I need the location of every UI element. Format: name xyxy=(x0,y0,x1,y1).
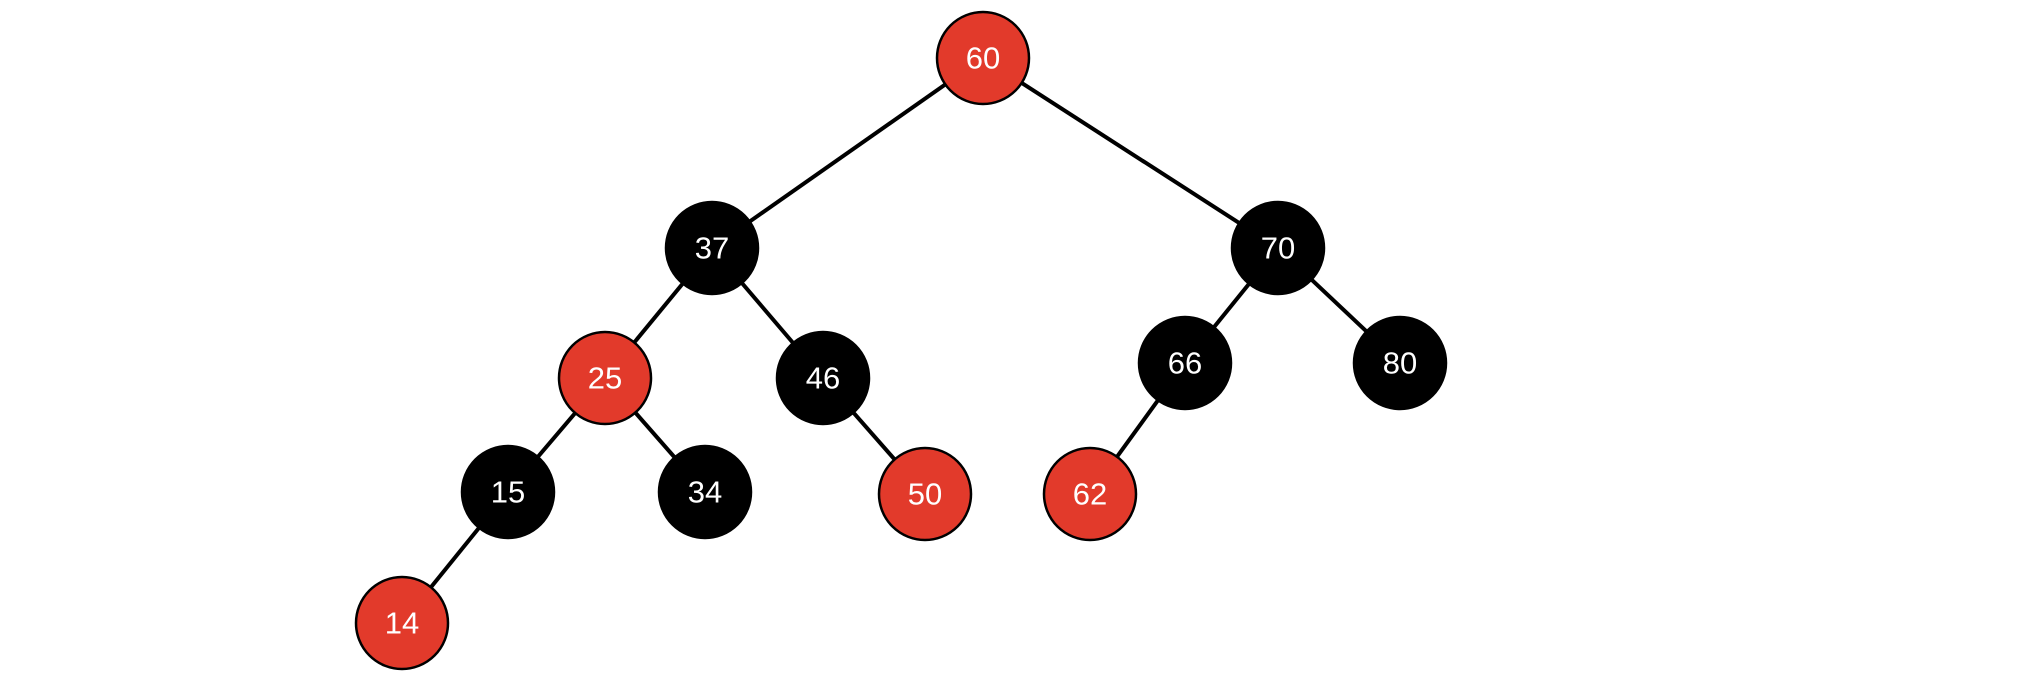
node-label-15: 15 xyxy=(491,475,525,510)
node-label-46: 46 xyxy=(806,361,840,396)
tree-edge-60-37 xyxy=(710,56,985,250)
tree-edges xyxy=(400,56,1402,625)
tree-node-15: 15 xyxy=(460,444,556,540)
tree-node-80: 80 xyxy=(1352,315,1448,411)
node-label-70: 70 xyxy=(1261,231,1295,266)
tree-node-70: 70 xyxy=(1230,200,1326,296)
node-circle-14 xyxy=(354,575,450,671)
node-circle-37 xyxy=(664,200,760,296)
node-circle-62 xyxy=(1042,446,1138,542)
node-circle-66 xyxy=(1137,315,1233,411)
tree-node-66: 66 xyxy=(1137,315,1233,411)
node-circle-15 xyxy=(460,444,556,540)
node-circle-25 xyxy=(557,330,653,426)
node-circle-60 xyxy=(935,10,1031,106)
tree-node-25: 25 xyxy=(557,330,653,426)
tree-node-14: 14 xyxy=(354,575,450,671)
tree-node-37: 37 xyxy=(664,200,760,296)
node-label-60: 60 xyxy=(966,41,1000,76)
tree-node-34: 34 xyxy=(657,444,753,540)
node-circle-46 xyxy=(775,330,871,426)
node-label-50: 50 xyxy=(908,477,942,512)
node-label-66: 66 xyxy=(1168,346,1202,381)
node-circle-50 xyxy=(877,446,973,542)
node-circle-34 xyxy=(657,444,753,540)
tree-node-60: 60 xyxy=(935,10,1031,106)
node-label-25: 25 xyxy=(588,361,622,396)
tree-edge-60-70 xyxy=(981,56,1280,250)
node-label-34: 34 xyxy=(688,475,722,510)
tree-node-50: 50 xyxy=(877,446,973,542)
tree-node-62: 62 xyxy=(1042,446,1138,542)
node-label-14: 14 xyxy=(385,606,419,641)
node-circle-80 xyxy=(1352,315,1448,411)
node-circle-70 xyxy=(1230,200,1326,296)
node-label-37: 37 xyxy=(695,231,729,266)
tree-nodes: 60 37 70 25 46 66 80 15 34 50 62 14 xyxy=(354,10,1448,671)
node-label-62: 62 xyxy=(1073,477,1107,512)
node-label-80: 80 xyxy=(1383,346,1417,381)
tree-node-46: 46 xyxy=(775,330,871,426)
